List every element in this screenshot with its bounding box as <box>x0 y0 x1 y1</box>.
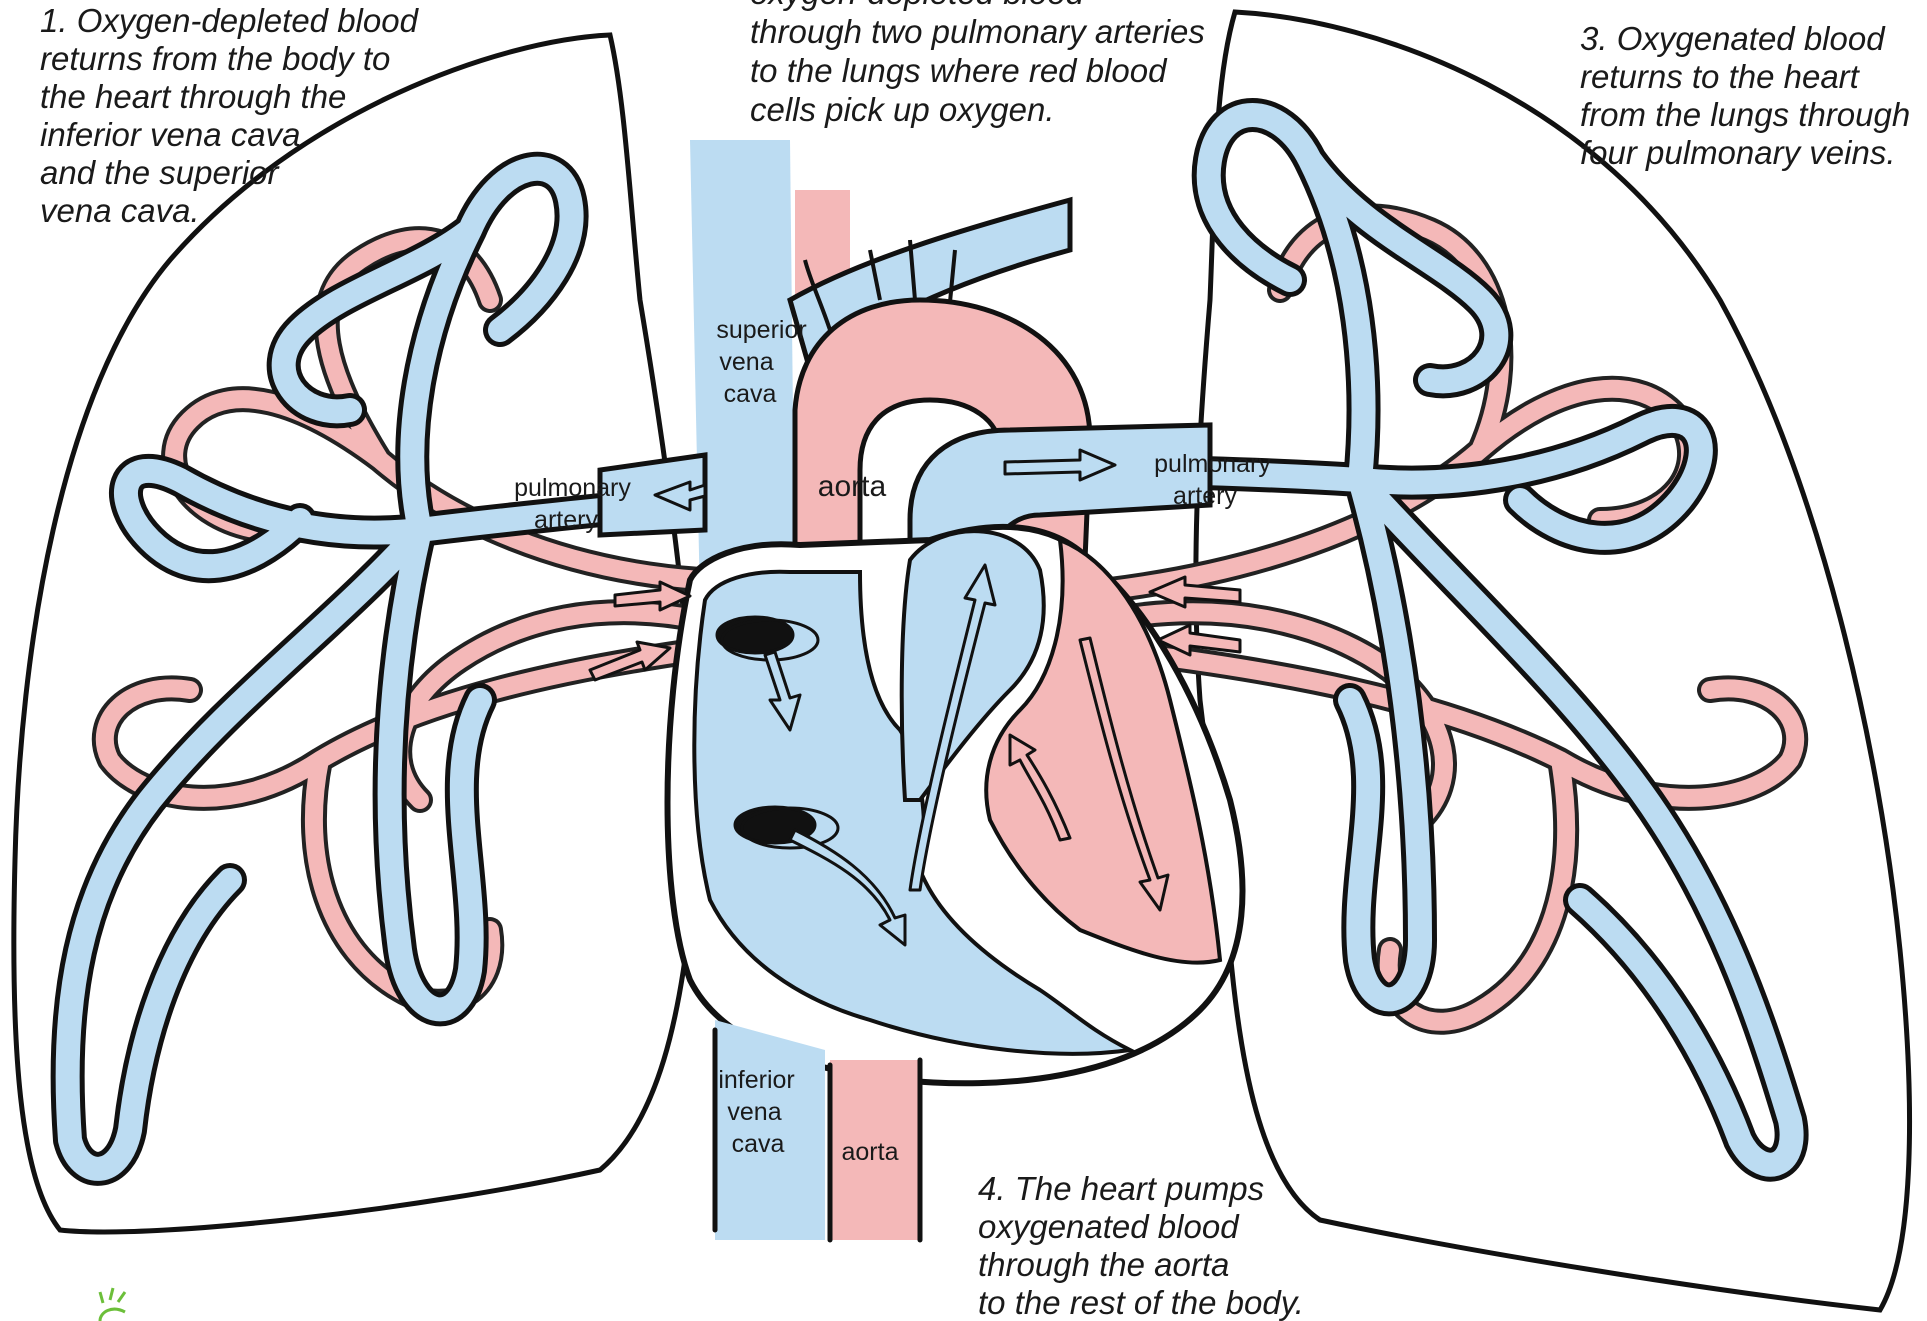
caption-step-3: 3. Oxygenated blood returns to the heart… <box>1580 20 1919 171</box>
label-aorta-top: aorta <box>818 470 887 503</box>
label-aorta-bottom: aorta <box>842 1138 899 1166</box>
caption-step-2: oxygen-depleted blood through two pulmon… <box>750 0 1214 128</box>
logo-icon <box>100 1288 125 1321</box>
caption-step-4: 4. The heart pumps oxygenated blood thro… <box>978 1170 1304 1321</box>
